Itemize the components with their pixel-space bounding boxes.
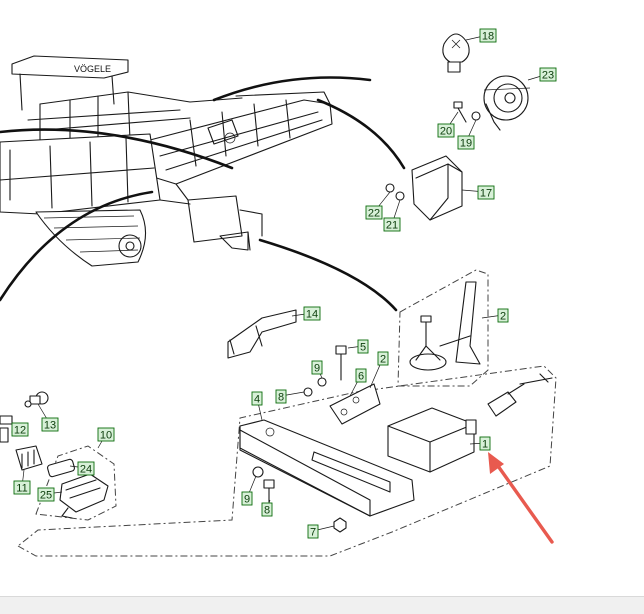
callout-number: 11 — [16, 483, 27, 495]
socket-12 — [0, 427, 9, 443]
base-plate-4 — [239, 419, 415, 517]
cable-gland-13 — [24, 391, 49, 408]
washer-9 — [317, 377, 327, 387]
callout-label-14: 14 — [303, 306, 321, 321]
callout-number: 13 — [44, 420, 56, 432]
callout-label-17: 17 — [477, 185, 495, 200]
callout-label-23: 23 — [539, 67, 557, 82]
callout-label-8: 8 — [275, 389, 287, 404]
horn-part — [483, 75, 531, 131]
callout-number: 17 — [480, 188, 492, 200]
paver-machine: VÖGELE — [0, 55, 333, 267]
nut-8 — [303, 387, 313, 397]
callout-number: 5 — [360, 342, 366, 354]
washer-19 — [471, 111, 481, 121]
callout-label-5: 5 — [357, 339, 369, 354]
callout-number: 22 — [368, 208, 380, 220]
callout-number: 2 — [380, 354, 386, 366]
connector-11 — [15, 445, 43, 471]
callout-number: 9 — [244, 494, 250, 506]
callout-number: 8 — [278, 392, 284, 404]
callout-label-8: 8 — [261, 502, 273, 517]
callout-label-7: 7 — [307, 524, 319, 539]
callout-number: 23 — [542, 70, 554, 82]
connector-arc-left-mid — [0, 190, 154, 302]
control-box-1 — [387, 407, 477, 473]
callout-label-12: 12 — [11, 422, 29, 437]
callout-label-25: 25 — [37, 487, 55, 502]
connector-arc-left-top — [0, 128, 234, 170]
mounting-bracket-6 — [329, 383, 381, 425]
pedal-housing-25 — [59, 473, 109, 519]
callout-label-10: 10 — [97, 427, 115, 442]
cable-plug — [487, 373, 553, 417]
bolt-8-lower — [263, 479, 275, 503]
callout-label-19: 19 — [457, 135, 475, 150]
callout-number: 2 — [500, 311, 506, 323]
callout-number: 25 — [40, 490, 52, 502]
callout-number: 24 — [80, 464, 92, 476]
callout-label-2: 2 — [497, 308, 509, 323]
callout-number: 9 — [314, 363, 320, 375]
horizontal-scrollbar[interactable] — [0, 596, 644, 614]
callout-number: 18 — [482, 31, 494, 43]
rubber-mount — [409, 315, 447, 371]
connector-arc-right-top — [212, 76, 372, 102]
bracket-14 — [227, 309, 297, 359]
callout-number: 12 — [14, 425, 26, 437]
callout-number: 14 — [306, 309, 318, 321]
callout-label-13: 13 — [41, 417, 59, 432]
callout-label-9: 9 — [311, 360, 323, 375]
callout-label-9: 9 — [241, 491, 253, 506]
pointer-arrow — [488, 452, 554, 544]
callout-number: 4 — [254, 394, 260, 406]
cable-plug-left — [0, 415, 13, 425]
washer-9-lower — [252, 466, 264, 478]
callout-label-2: 2 — [377, 351, 389, 366]
callout-number: 20 — [440, 126, 452, 138]
connector-arc-horn — [316, 98, 406, 170]
callout-number: 10 — [100, 430, 112, 442]
bulb-part — [442, 33, 470, 73]
cover-housing-17 — [411, 155, 463, 221]
brand-text: VÖGELE — [74, 64, 111, 74]
callout-label-18: 18 — [479, 28, 497, 43]
callout-label-11: 11 — [13, 480, 31, 495]
connector-24 — [47, 458, 75, 478]
connector-arc-box — [258, 238, 398, 312]
callout-label-24: 24 — [77, 461, 95, 476]
suspension-bracket — [439, 281, 481, 365]
suspension-boundary — [397, 269, 489, 387]
callout-number: 8 — [264, 505, 270, 517]
assembly-boundary — [17, 365, 557, 557]
bolt-5 — [335, 345, 347, 381]
callout-number: 7 — [310, 527, 316, 539]
screw-20 — [453, 101, 467, 123]
callout-label-22: 22 — [365, 205, 383, 220]
callout-label-1: 1 — [479, 436, 491, 451]
nut-22 — [385, 183, 395, 193]
callout-label-6: 6 — [355, 368, 367, 383]
callout-number: 21 — [386, 220, 398, 232]
callout-number: 19 — [460, 138, 472, 150]
callout-number: 1 — [482, 439, 488, 451]
callout-label-4: 4 — [251, 391, 263, 406]
callout-number: 6 — [358, 371, 364, 383]
callout-label-20: 20 — [437, 123, 455, 138]
pedal-boundary — [35, 445, 117, 521]
callout-label-21: 21 — [383, 217, 401, 232]
nut-7 — [333, 517, 347, 533]
washer-21 — [395, 191, 405, 201]
